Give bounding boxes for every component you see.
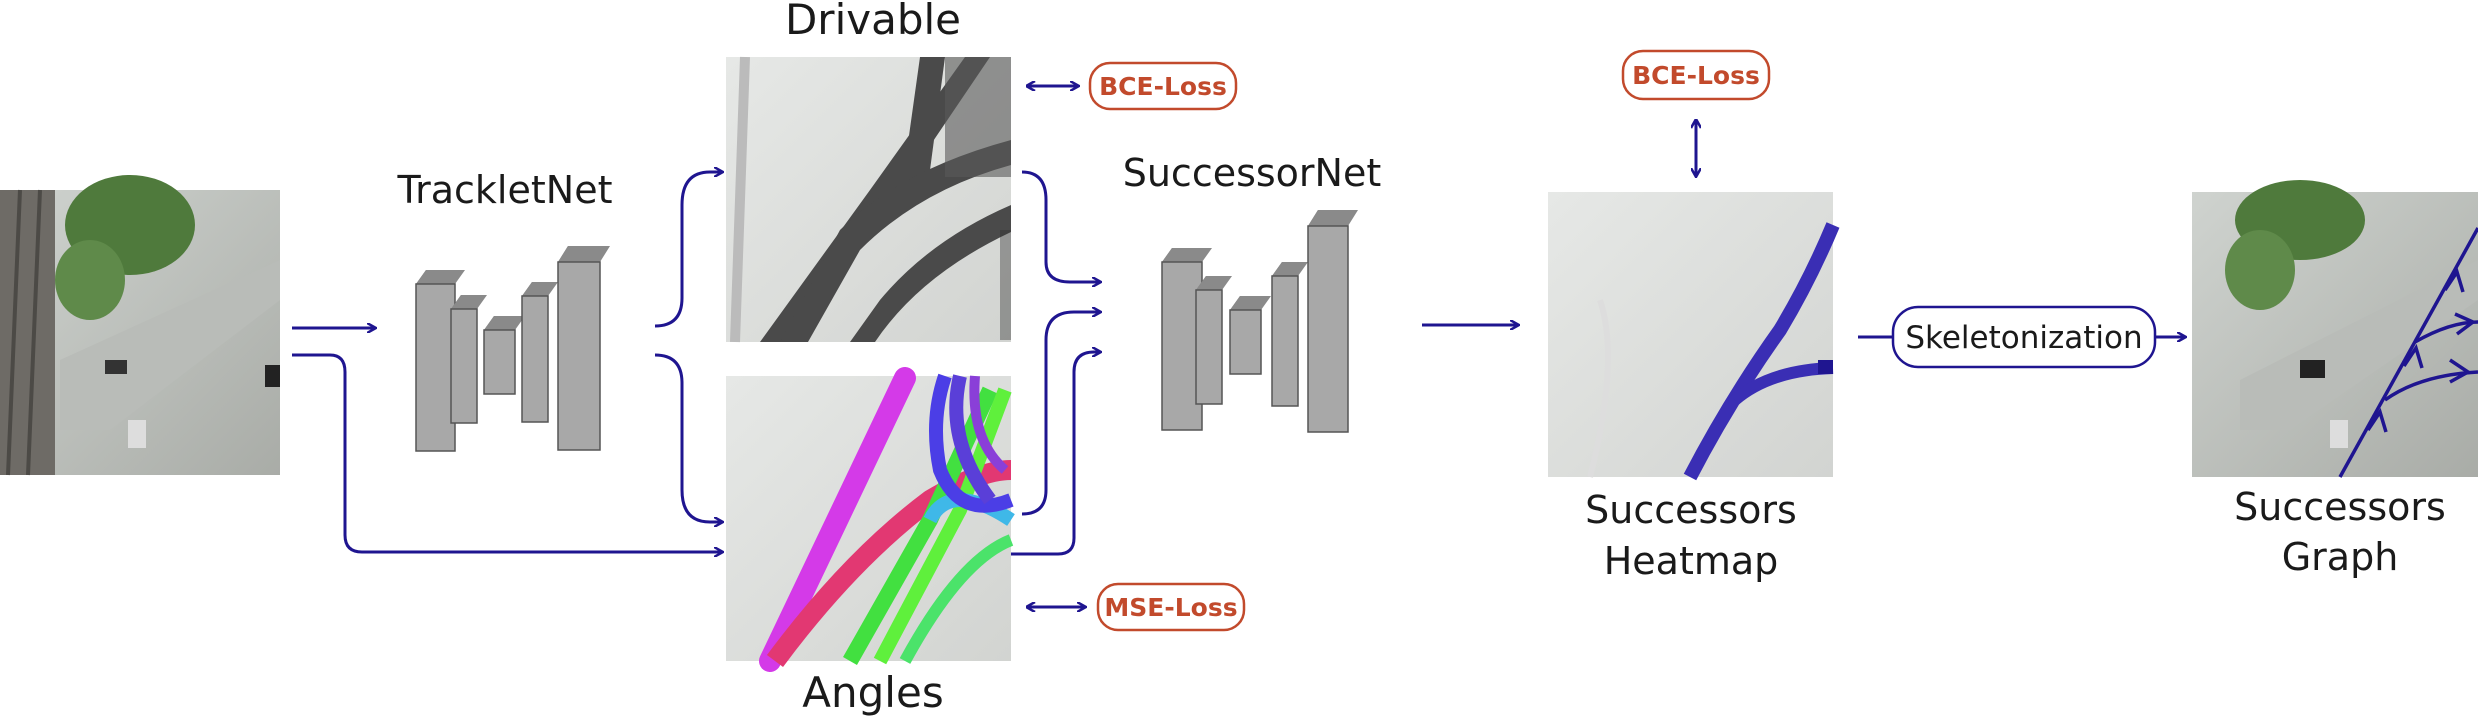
successornet-network-icon bbox=[1161, 210, 1358, 433]
successors-heatmap-label-line2: Heatmap bbox=[1604, 539, 1779, 583]
drivable-map-image bbox=[726, 56, 1011, 343]
successors-graph-image bbox=[2192, 180, 2478, 478]
arrow-angles-to-successornet-1 bbox=[1021, 312, 1100, 516]
angles-loss-label: MSE-Loss bbox=[1104, 593, 1237, 622]
successors-graph-label-line1: Successors bbox=[2234, 485, 2446, 529]
successornet-label: SuccessorNet bbox=[1123, 151, 1382, 195]
arrow-trackletnet-to-drivable bbox=[654, 172, 722, 328]
trackletnet-label: TrackletNet bbox=[397, 168, 613, 212]
arrow-drivable-to-successornet bbox=[1021, 170, 1100, 282]
angles-loss-badge bbox=[1096, 582, 1246, 632]
successors-heatmap-label-line1: Successors bbox=[1585, 488, 1797, 532]
angles-map-image bbox=[726, 367, 1015, 672]
heatmap-loss-badge bbox=[1621, 49, 1771, 101]
drivable-loss-badge bbox=[1088, 61, 1238, 111]
arrow-trackletnet-to-angles bbox=[654, 353, 722, 522]
heatmap-loss-label: BCE-Loss bbox=[1632, 61, 1760, 90]
input-aerial-image bbox=[0, 175, 280, 476]
trackletnet-network-icon bbox=[415, 246, 610, 452]
arrow-angles-to-successornet-2 bbox=[1011, 352, 1100, 556]
angles-label: Angles bbox=[802, 668, 943, 717]
arrow-input-to-angles bbox=[292, 353, 722, 552]
skeletonization-label: Skeletonization bbox=[1905, 320, 2142, 356]
successors-heatmap-image bbox=[1548, 192, 1840, 481]
drivable-loss-label: BCE-Loss bbox=[1099, 72, 1227, 101]
drivable-label: Drivable bbox=[785, 0, 961, 44]
successors-graph-label-line2: Graph bbox=[2282, 535, 2399, 579]
